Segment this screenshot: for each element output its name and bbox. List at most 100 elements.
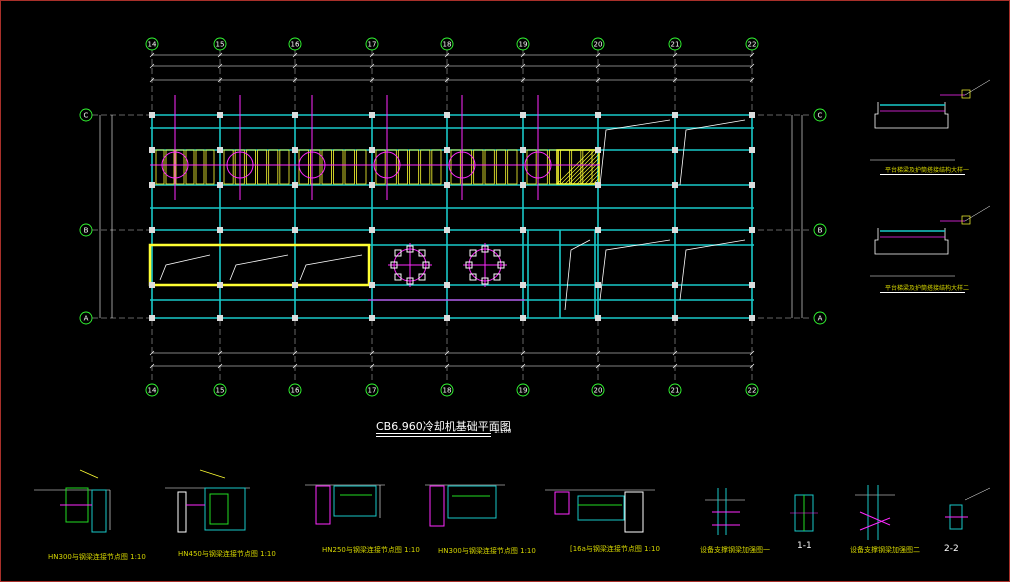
column-3-9: [369, 315, 375, 321]
column-4-3: [444, 182, 450, 188]
axis-bubble-15-top: [213, 37, 227, 51]
hatch-line-4: [572, 157, 600, 185]
column-6-9: [595, 315, 601, 321]
column-7-2: [672, 147, 678, 153]
detail-sketch-3: [305, 484, 385, 525]
detail-sketch-6: [705, 488, 745, 535]
stair-step-3-0: [375, 149, 386, 185]
column-0-5: [149, 227, 155, 233]
stair-step-1-5: [279, 149, 290, 185]
stair-step-0-1: [165, 149, 175, 185]
bottom-caption-1-scale: 1:10: [130, 553, 146, 561]
column-8-2: [749, 147, 755, 153]
column-1-5: [217, 227, 223, 233]
bay-diagonal-1: [679, 119, 746, 186]
column-3-7: [369, 282, 375, 288]
axis-bubble-B-right: [813, 223, 827, 237]
column-0-2: [149, 147, 155, 153]
bottom-caption-5-scale: 1:10: [644, 545, 660, 553]
right-caption-rule-2: [880, 292, 965, 293]
detail-sketch-2: [165, 469, 250, 533]
title-underline: [376, 433, 491, 434]
stair-step-2-4: [344, 149, 355, 185]
detail-sketch-9: [945, 487, 991, 530]
bottom-caption-5: [16a与钢梁连接节点图 1:10: [570, 544, 660, 554]
stair-step-2-2: [321, 149, 332, 185]
bottom-caption-4-scale: 1:10: [520, 547, 536, 555]
column-3-2: [369, 147, 375, 153]
column-7-0: [672, 112, 678, 118]
stair-step-2-1: [310, 149, 321, 185]
column-2-5: [292, 227, 298, 233]
stair-step-5-5: [582, 149, 593, 185]
column-7-5: [672, 227, 678, 233]
stair-step-5-2: [548, 149, 559, 185]
axis-label-B-right: B: [818, 227, 823, 235]
column-7-7: [672, 282, 678, 288]
detail-sketch-7: [790, 494, 818, 532]
axis-label-A-right: A: [818, 315, 823, 323]
column-0-9: [149, 315, 155, 321]
bottom-caption-3-scale: 1:10: [404, 546, 420, 554]
title-underline-2: [376, 436, 491, 437]
stair-step-5-4: [571, 149, 582, 185]
stair-step-3-5: [431, 149, 442, 185]
column-8-7: [749, 282, 755, 288]
axis-label-22-top: 22: [748, 41, 757, 49]
hatch-line-9: [592, 177, 600, 185]
axis-bubble-18-bottom: [440, 383, 454, 397]
axis-label-19-top: 19: [519, 41, 528, 49]
axis-label-16-top: 16: [291, 41, 300, 49]
highlighted-bay: [148, 243, 371, 287]
dim-tick-2-3: [292, 350, 298, 356]
bay-diagonal-2: [599, 239, 671, 301]
dim-tick-7-1: [672, 63, 678, 69]
stair-step-4-2: [473, 149, 484, 185]
bottom-caption-2-text: HN450与钢梁连接节点图: [178, 550, 258, 558]
column-3-5: [369, 227, 375, 233]
column-1-7: [217, 282, 223, 288]
bottom-caption-4-text: HN300与钢梁连接节点图: [438, 547, 518, 555]
axis-label-20-bottom: 20: [594, 387, 603, 395]
axis-label-A-left: A: [84, 315, 89, 323]
column-5-7: [520, 282, 526, 288]
pile-1-0: [469, 249, 477, 257]
dim-tick-4-1: [444, 63, 450, 69]
axis-bubble-22-top: [745, 37, 759, 51]
bottom-caption-4: HN300与钢梁连接节点图 1:10: [438, 546, 536, 556]
axis-bubble-20-top: [591, 37, 605, 51]
stair-step-0-5: [205, 149, 215, 185]
dimension-lines: [99, 54, 803, 367]
column-8-5: [749, 227, 755, 233]
stair-step-0-2: [175, 149, 185, 185]
dim-tick-0-3: [149, 350, 155, 356]
axis-bubble-A-right: [813, 311, 827, 325]
bottom-caption-1: HN300与钢梁连接节点图 1:10: [48, 552, 146, 562]
stair-step-4-3: [484, 149, 495, 185]
bay-diagonal-7: [299, 254, 363, 281]
stair-step-4-4: [495, 149, 507, 185]
column-8-0: [749, 112, 755, 118]
axis-bubble-15-bottom: [213, 383, 227, 397]
axis-label-14-bottom: 14: [148, 387, 157, 395]
axis-label-15-bottom: 15: [216, 387, 225, 395]
dim-tick-2-1: [292, 63, 298, 69]
detail-sketch-5: [545, 489, 655, 533]
column-3-3: [369, 182, 375, 188]
column-8-3: [749, 182, 755, 188]
dim-tick-6-1: [595, 63, 601, 69]
column-1-0: [217, 112, 223, 118]
axis-bubble-16-bottom: [288, 383, 302, 397]
pile-0-4: [390, 261, 398, 269]
axis-bubble-C-left: [79, 108, 93, 122]
pile-1-1: [493, 249, 501, 257]
hatch-line-1: [560, 149, 596, 185]
pile-1-7: [481, 277, 489, 285]
axis-bubble-22-bottom: [745, 383, 759, 397]
plan-scale: 1:100: [494, 428, 512, 435]
bottom-caption-1-text: HN300与钢梁连接节点图: [48, 553, 128, 561]
axis-bubble-17-top: [365, 37, 379, 51]
column-5-2: [520, 147, 526, 153]
column-4-0: [444, 112, 450, 118]
